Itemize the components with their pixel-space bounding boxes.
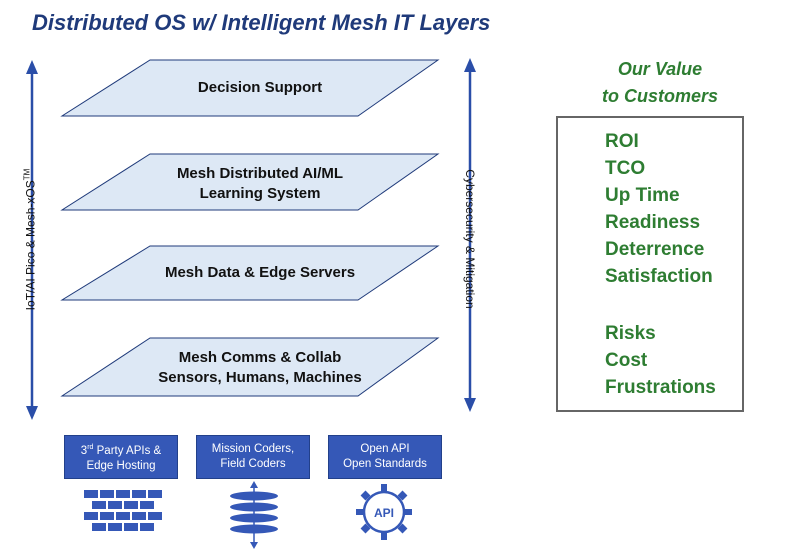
layer-decision-support [60,59,440,117]
value-box [556,116,744,412]
left-axis-label: IoT/AI Pico & Mesh-xOSTM [23,150,38,330]
api-icon-text: API [374,506,394,520]
layer-4-label: Mesh Comms & Collab Sensors, Humans, Mac… [60,348,460,388]
bricks-icon [84,490,162,531]
third-party-num: 3 [80,444,88,457]
open-api-line2: Open Standards [343,458,427,470]
layer-1-line1: Decision Support [197,79,323,96]
value-up-item: Readiness [605,212,701,233]
third-party-sup: rd [87,444,94,452]
open-api-box: Open API Open Standards [328,435,442,479]
right-double-arrow [464,58,476,412]
mission-coders-line2: Field Coders [220,458,286,470]
third-party-apis-line2: Edge Hosting [86,459,156,472]
layer-ai-ml [60,153,440,211]
layer-2-label: Mesh Distributed AI/ML Learning System [60,164,460,204]
value-up-item: Deterrence [605,239,705,260]
layer-2-line2: Learning System [199,185,321,202]
value-down-item: Risks [605,323,656,344]
layer-3-label: Mesh Data & Edge Servers [60,263,460,283]
open-api-line1: Open API [360,443,410,455]
left-double-arrow [26,60,38,420]
left-label-tm: TM [22,168,32,181]
api-gear-icon [356,484,412,540]
layer-4-line2: Sensors, Humans, Machines [158,369,362,386]
value-up-item: Up Time [605,185,680,206]
diagram-title: Distributed OS w/ Intelligent Mesh IT La… [32,10,491,35]
stacked-layers-icon [230,481,278,549]
mission-coders-line1: Mission Coders, [211,443,295,455]
layer-4-line1: Mesh Comms & Collab [178,349,342,366]
layer-comms-collab [60,337,440,397]
layer-data-edge [60,245,440,301]
layer-1-label: Decision Support [60,78,460,98]
layer-3-line1: Mesh Data & Edge Servers [164,264,356,281]
value-down-item: Frustrations [605,377,716,398]
mission-coders-box: Mission Coders, Field Coders [196,435,310,479]
value-title: Our Value to Customers [575,56,745,110]
value-up-item: TCO [605,158,646,179]
third-party-apis-line1: 3rd Party APIs & [65,440,177,459]
layer-2-line1: Mesh Distributed AI/ML [176,165,344,182]
value-down-item: Cost [605,350,648,371]
right-axis-label: Cybersecurity & Mitigation [463,169,477,309]
value-up-item: ROI [605,131,639,152]
left-label-text: IoT/AI Pico & Mesh-xOS [23,180,38,311]
third-party-rest: Party APIs & [93,444,162,457]
value-up-item: Satisfaction [605,266,713,287]
third-party-apis-box: 3rd Party APIs & Edge Hosting [64,435,178,479]
value-title-line1: Our Value [617,59,703,79]
value-title-line2: to Customers [601,86,718,106]
